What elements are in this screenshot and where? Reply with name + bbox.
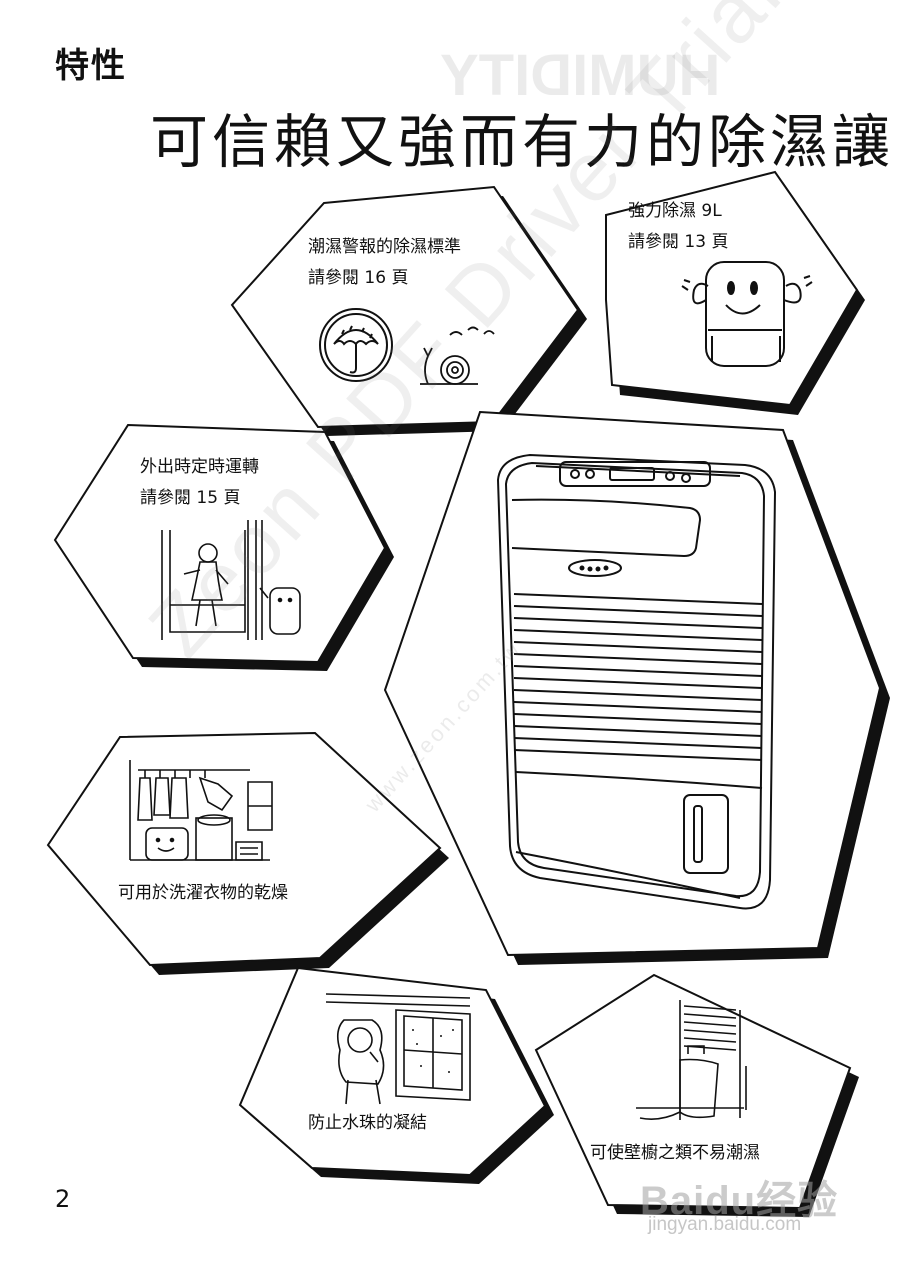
feature-panel-condensation [238,966,554,1184]
feature-condensation-title: 防止水珠的凝結 [308,1113,427,1133]
door-scene-icon [161,520,301,640]
product-panel [383,410,890,965]
feature-humidity-alarm-reference: 請參閱 16 頁 [308,268,409,288]
page-headline: 可信賴又強而有力的除濕讓 [150,108,895,176]
feature-panel-closet [534,973,859,1217]
feature-strong-dehumidify-reference: 請參閱 13 頁 [628,232,729,252]
feature-humidity-alarm-title: 潮濕警報的除濕標準 [308,237,461,257]
umbrella-icon [319,308,393,382]
baidu-logo-watermark: Baidu经验 [640,1179,839,1223]
feature-timer-title: 外出時定時運轉 [140,457,259,477]
laundry-scene-icon [129,760,273,861]
window-scene-icon [325,993,471,1105]
feature-panel-laundry [46,731,449,975]
mascot-icon [681,261,813,367]
feature-strong-dehumidify-text: 強力除濕 9L 請參閱 13 頁 [628,196,728,258]
feature-laundry-title: 可用於洗濯衣物的乾燥 [118,883,288,903]
page-number: 2 [55,1185,71,1213]
feature-humidity-alarm-text: 潮濕警報的除濕標準 請參閱 16 頁 [308,232,461,294]
dehumidifier-icon [496,453,777,910]
section-title: 特性 [55,46,127,86]
closet-scene-icon [636,1000,747,1120]
feature-panel-humidity-alarm [230,185,587,436]
feature-timer-text: 外出時定時運轉 請參閱 15 頁 [140,452,259,514]
feature-panel-strong-dehumidify [605,170,865,415]
feature-timer-reference: 請參閱 15 頁 [140,488,241,508]
feature-closet-title: 可使壁櫥之類不易潮濕 [590,1143,760,1163]
baidu-url-watermark: jingyan.baidu.com [648,1214,802,1235]
feature-strong-dehumidify-title: 強力除濕 9L [628,201,722,221]
feature-panel-timer [53,423,394,671]
snail-icon [420,326,495,385]
